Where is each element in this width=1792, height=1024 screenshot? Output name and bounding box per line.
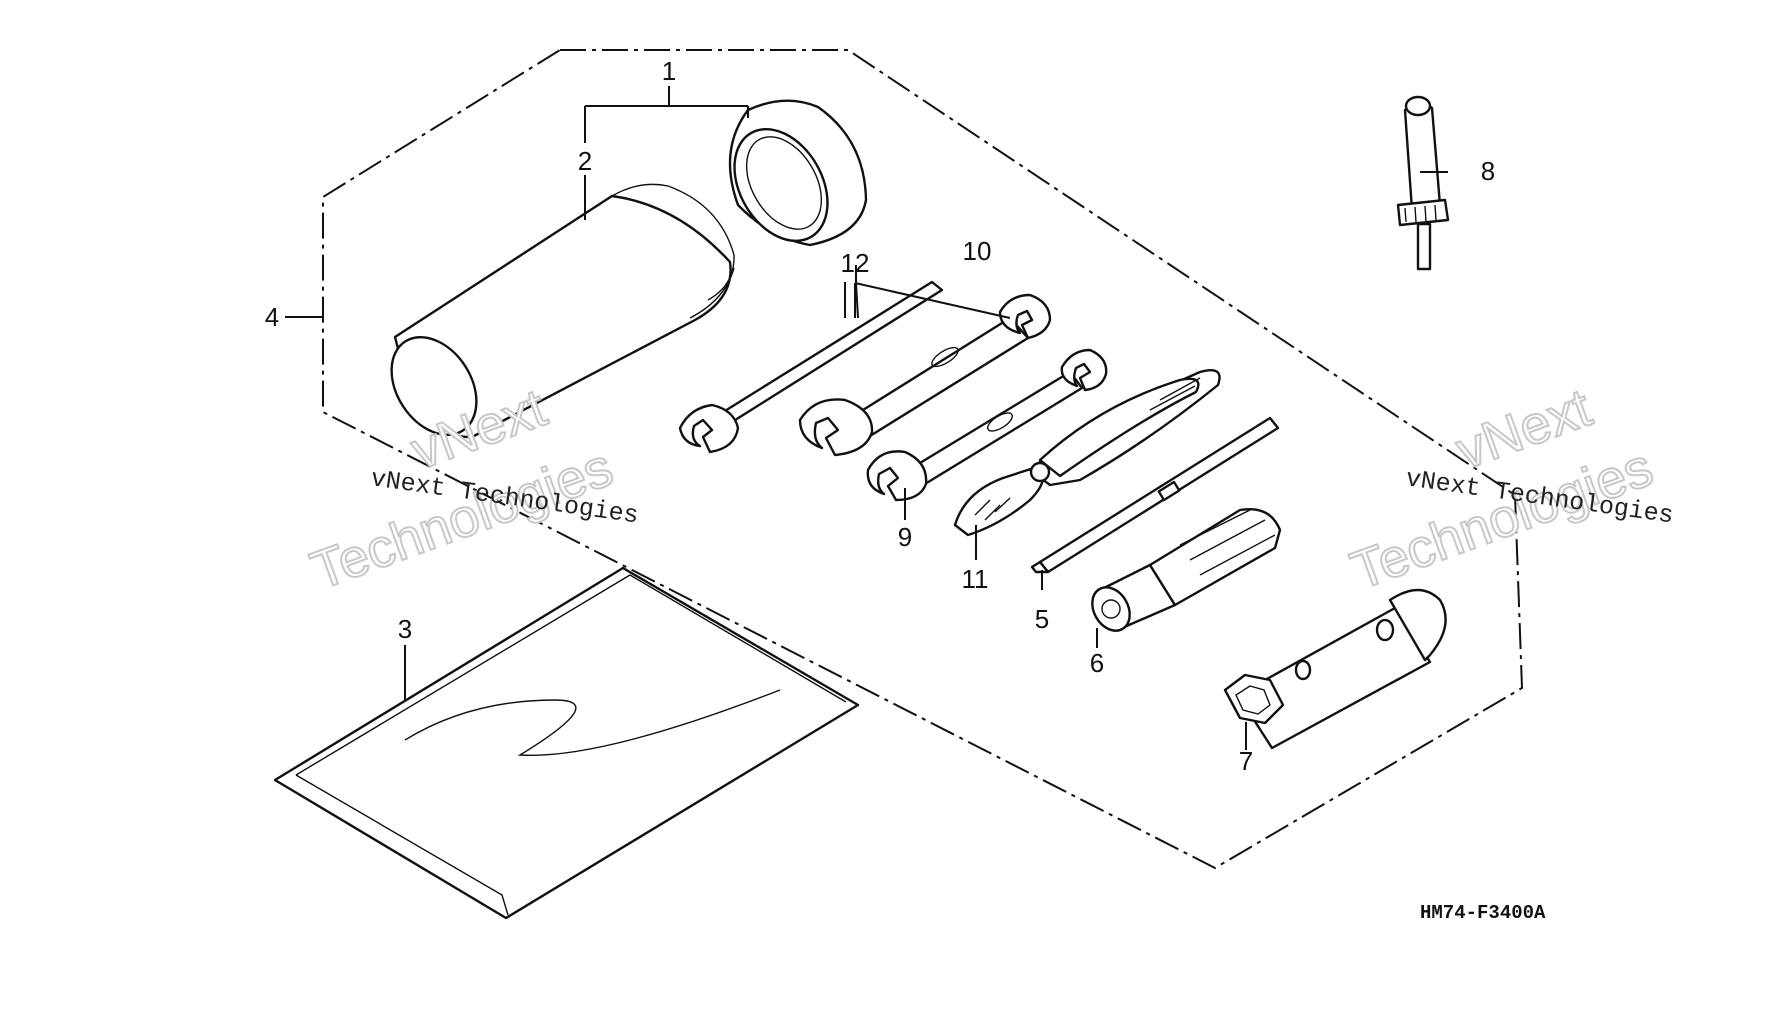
callout-3: 3: [398, 614, 412, 644]
open-end-wrench-10: [798, 293, 1052, 457]
callout-1: 1: [662, 56, 676, 86]
watermark-left: vNext Technologies vNext Technologies: [303, 377, 641, 603]
drawing-code: HM74-F3400A: [1420, 902, 1546, 924]
tommy-bar-wrench: [678, 280, 944, 454]
callout-6: 6: [1090, 648, 1104, 678]
kit-outline: [322, 49, 1524, 870]
callout-4: 4: [265, 302, 279, 332]
callout-7: 7: [1239, 746, 1253, 776]
tool-8: [1396, 95, 1450, 271]
box-spanner: [1223, 588, 1447, 750]
callout-5: 5: [1035, 604, 1049, 634]
callout-10: 10: [963, 236, 992, 266]
tool-case-cylinder: [390, 183, 735, 439]
callout-8: 8: [1481, 156, 1495, 186]
leader-lines: [285, 86, 1448, 750]
callout-11: 11: [962, 564, 989, 594]
tool-case-cap: [728, 99, 868, 247]
pliers: [953, 368, 1221, 537]
callout-2: 2: [578, 146, 592, 176]
screwdriver-handle: [1091, 508, 1282, 632]
open-end-wrench-9: [866, 348, 1108, 502]
owners-manual-bag: [273, 566, 860, 920]
watermark-right: vNext Technologies vNext Technologies: [1343, 377, 1676, 603]
callout-12: 12: [841, 248, 870, 278]
screwdriver-bit: [1030, 416, 1280, 574]
callout-9: 9: [898, 522, 912, 552]
